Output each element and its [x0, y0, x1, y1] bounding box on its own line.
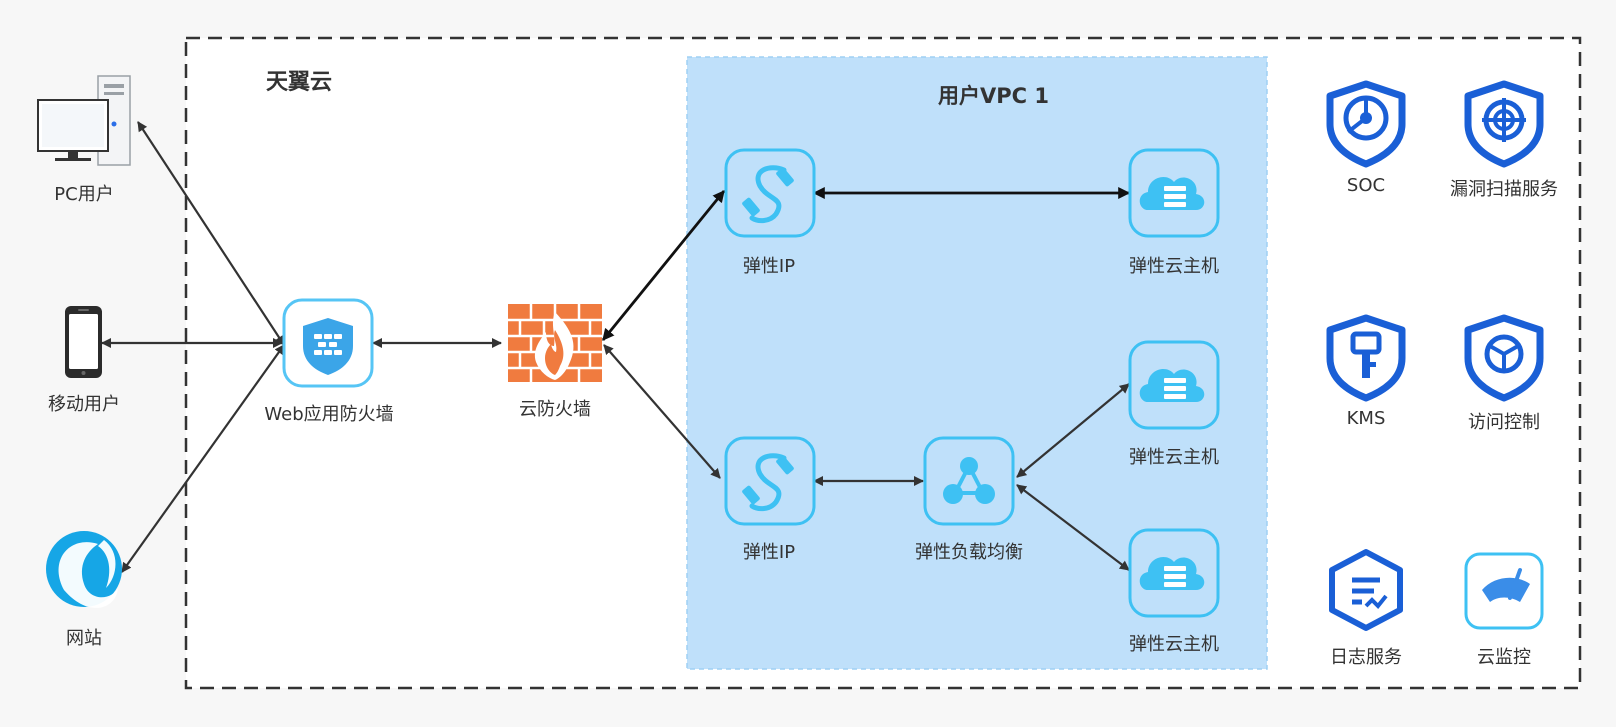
eip-bottom-label: 弹性IP — [742, 542, 796, 563]
edge-website-waf — [121, 344, 285, 573]
kms-key-shield-icon — [1326, 314, 1406, 402]
pc-user-label: PC用户 — [54, 184, 114, 205]
kms-label: KMS — [1346, 408, 1386, 429]
edge-elb-ecsmid — [1016, 383, 1130, 478]
elb-label: 弹性负载均衡 — [915, 542, 1023, 563]
firewall-brick-icon — [508, 304, 602, 382]
edge-pc-waf — [137, 121, 285, 346]
connections — [101, 121, 1130, 573]
waf-label: Web应用防火墙 — [264, 404, 394, 425]
waf-shield-icon — [282, 298, 374, 388]
website-label: 网站 — [66, 628, 102, 649]
eip-bottom-link-icon — [724, 436, 816, 526]
edge-firewall-eipb — [603, 344, 721, 479]
edge-elb-ecsbottom — [1016, 484, 1130, 571]
eip-top-label: 弹性IP — [742, 256, 796, 277]
access-control-shield-icon — [1464, 314, 1544, 402]
smartphone-icon — [65, 306, 102, 378]
log-service-icon — [1329, 549, 1403, 631]
ecs-top-label: 弹性云主机 — [1129, 256, 1219, 277]
firewall-label: 云防火墙 — [519, 399, 591, 420]
elb-load-balancer-icon — [923, 436, 1015, 526]
log-service-label: 日志服务 — [1330, 647, 1402, 668]
eip-top-link-icon — [724, 148, 816, 238]
vulnerability-scan-shield-icon — [1464, 80, 1544, 168]
ecs-bottom-label: 弹性云主机 — [1129, 634, 1219, 655]
edge-firewall-eipt — [601, 190, 726, 341]
soc-shield-icon — [1326, 80, 1406, 168]
pc-computer-icon — [37, 75, 131, 166]
cloud-monitor-icon — [1464, 552, 1544, 630]
cloud-monitor-label: 云监控 — [1477, 647, 1531, 668]
mobile-user-label: 移动用户 — [48, 394, 120, 415]
ecs-mid-label: 弹性云主机 — [1129, 447, 1219, 468]
cloud-title: 天翼云 — [266, 70, 333, 95]
website-globe-icon — [46, 531, 122, 608]
vpc-title: 用户VPC 1 — [938, 84, 1049, 108]
access-control-label: 访问控制 — [1468, 412, 1540, 433]
vuln-scan-label: 漏洞扫描服务 — [1450, 179, 1558, 200]
soc-label: SOC — [1346, 175, 1386, 196]
ecs-mid-cloud-server-icon — [1128, 340, 1220, 430]
ecs-top-cloud-server-icon — [1128, 148, 1220, 238]
ecs-bottom-cloud-server-icon — [1128, 528, 1220, 618]
